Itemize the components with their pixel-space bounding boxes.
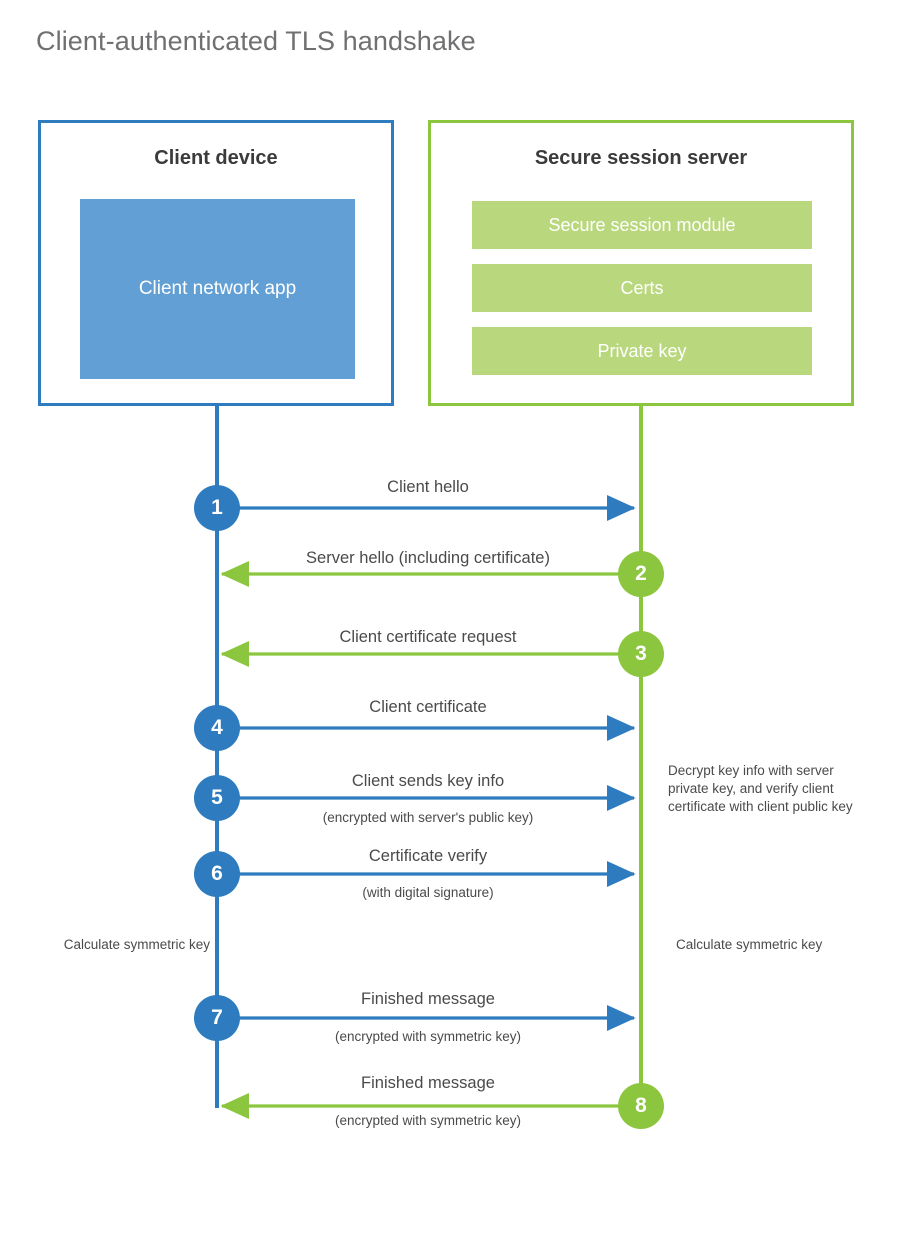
message-sublabel-5: (encrypted with server's public key) <box>322 810 534 825</box>
client-lifeline <box>215 403 219 1108</box>
server-component-secure-session-module: Secure session module <box>472 201 812 249</box>
server-component-certs: Certs <box>472 264 812 312</box>
message-label-5: Client sends key info <box>351 772 505 790</box>
annotation-client-calculate-symmetric-key: Calculate symmetric key <box>63 937 210 952</box>
message-label-2: Server hello (including certificate) <box>306 549 550 567</box>
message-label-7: Finished message <box>361 990 495 1008</box>
client-device-title: Client device <box>154 147 278 169</box>
page-title: Client-authenticated TLS handshake <box>36 26 476 56</box>
step-circle-5[interactable]: 5 <box>194 775 240 821</box>
message-label-4: Client certificate <box>369 698 487 716</box>
message-label-3: Client certificate request <box>339 628 517 646</box>
message-label-6: Certificate verify <box>368 847 488 865</box>
secure-session-server-title: Secure session server <box>534 147 748 169</box>
step-circle-8[interactable]: 8 <box>618 1083 664 1129</box>
server-lifeline <box>639 403 643 1106</box>
step-circle-3[interactable]: 3 <box>618 631 664 677</box>
step-circle-7[interactable]: 7 <box>194 995 240 1041</box>
step-circle-2[interactable]: 2 <box>618 551 664 597</box>
step-circle-6[interactable]: 6 <box>194 851 240 897</box>
client-network-app-block: Client network app <box>80 199 355 379</box>
message-label-1: Client hello <box>387 478 469 496</box>
annotation-server-decrypt: Decrypt key info with server private key… <box>668 763 853 815</box>
message-sublabel-6: (with digital signature) <box>362 885 494 900</box>
message-sublabel-8: (encrypted with symmetric key) <box>334 1113 522 1128</box>
client-device-box: Client device Client network app <box>38 120 394 406</box>
message-sublabel-7: (encrypted with symmetric key) <box>334 1029 522 1044</box>
server-component-private-key: Private key <box>472 327 812 375</box>
step-circle-1[interactable]: 1 <box>194 485 240 531</box>
message-label-8: Finished message <box>361 1074 495 1092</box>
annotation-server-calculate-symmetric-key: Calculate symmetric key <box>676 937 823 952</box>
step-circle-4[interactable]: 4 <box>194 705 240 751</box>
